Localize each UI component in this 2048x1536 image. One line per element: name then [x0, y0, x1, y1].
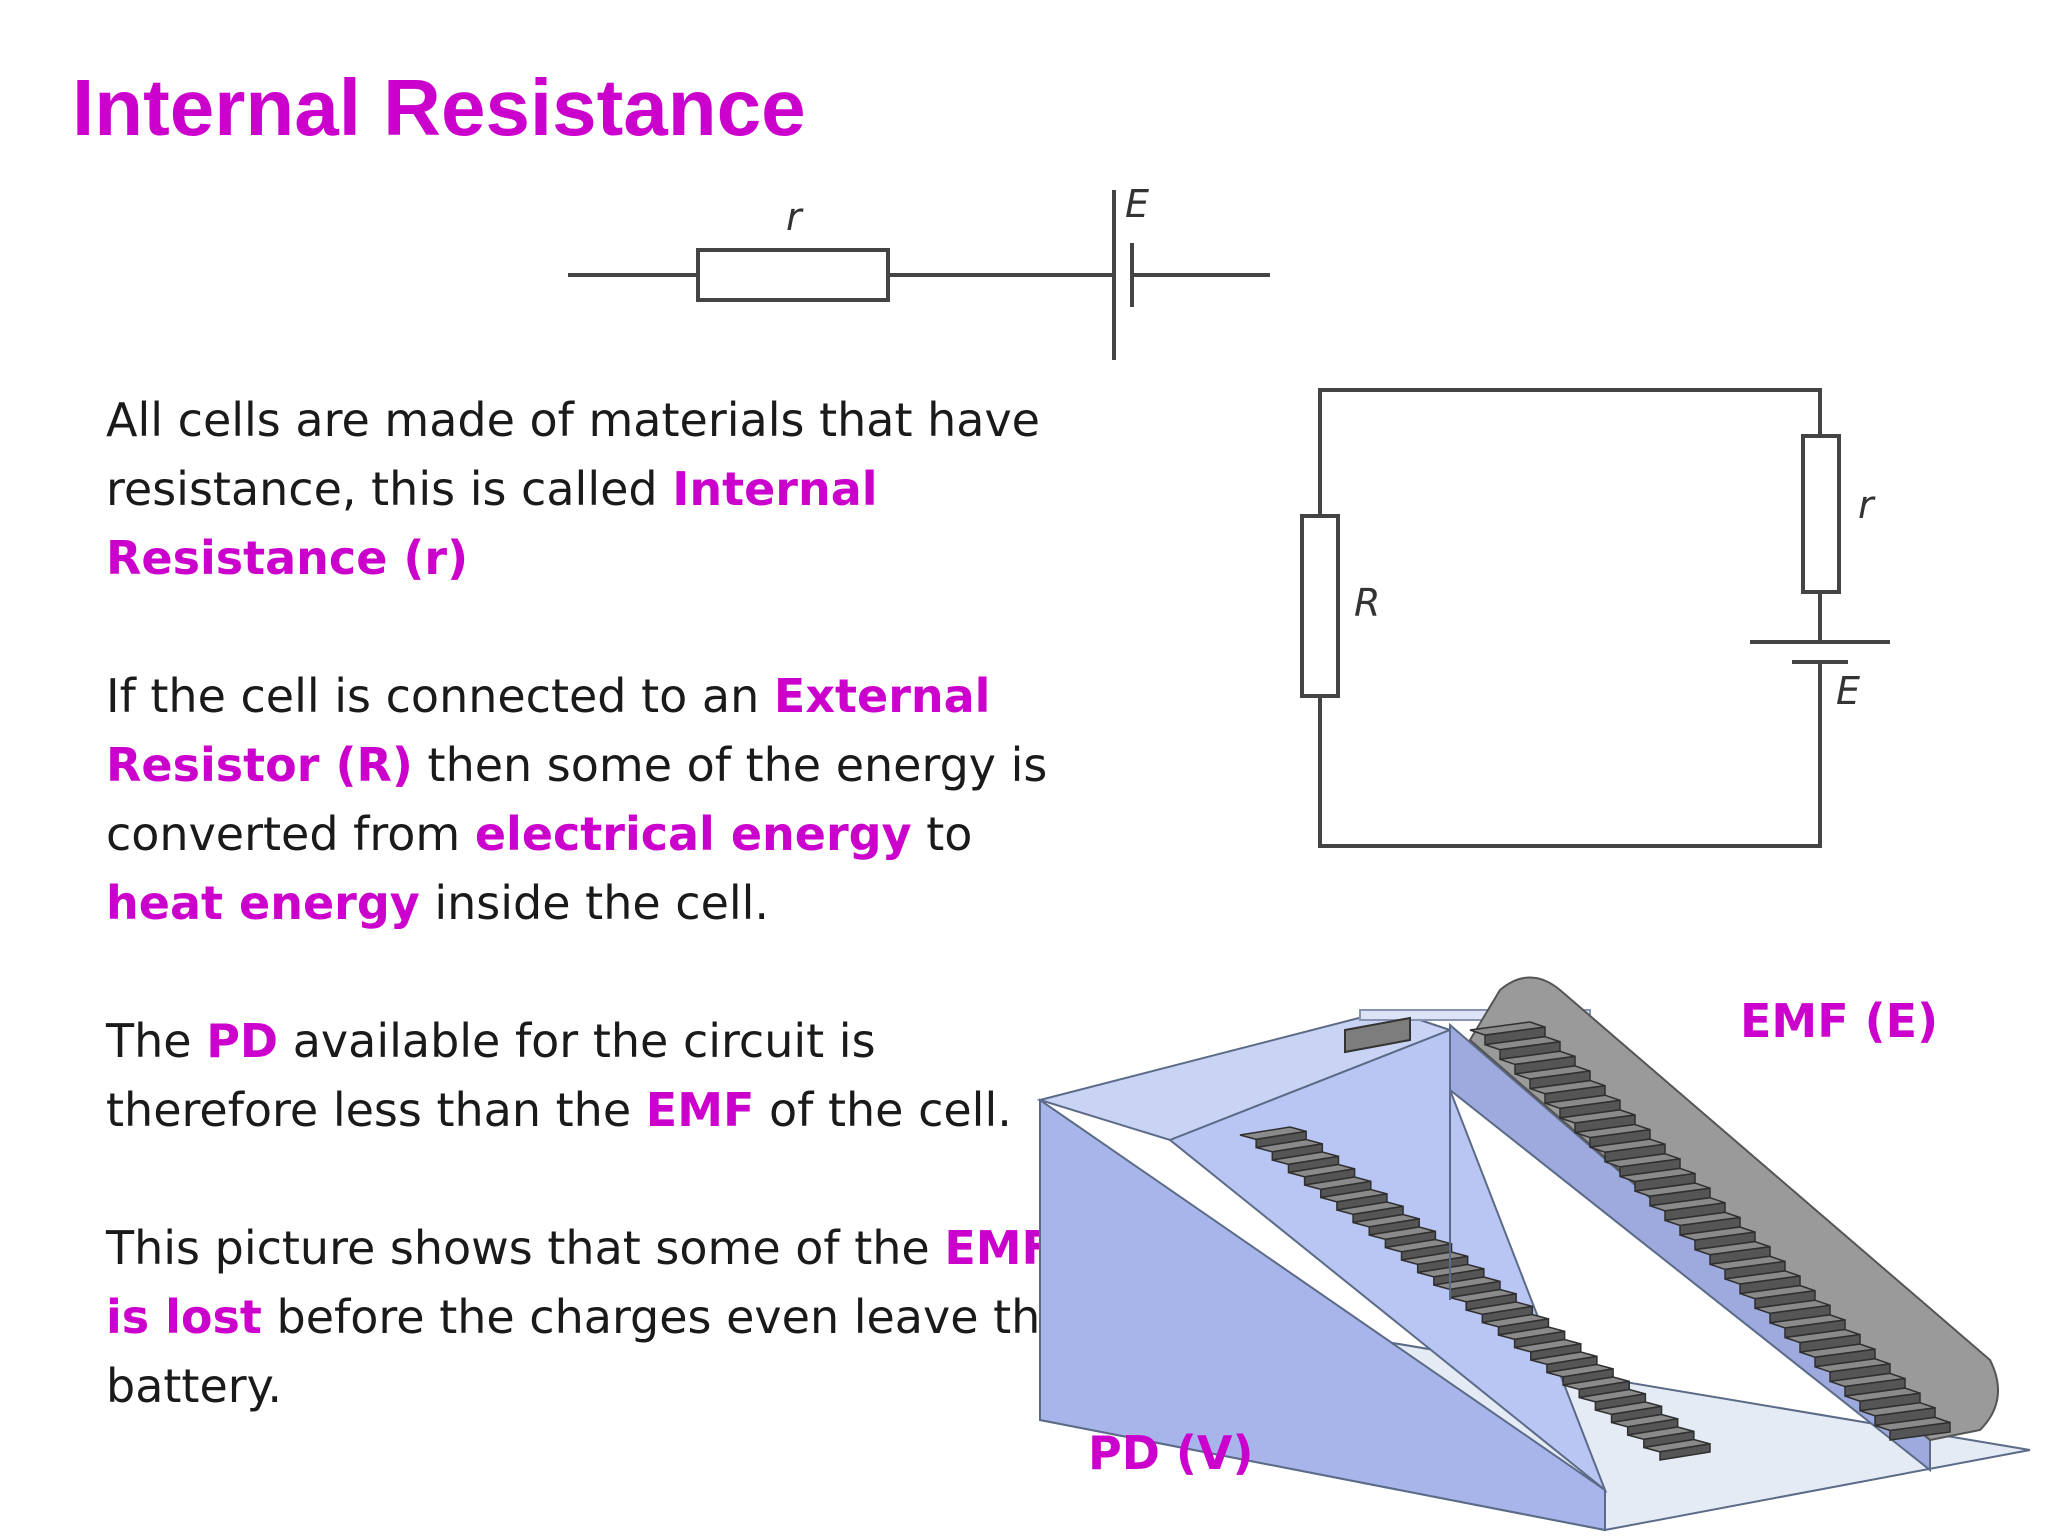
text-segment: If the cell is connected to an [106, 669, 774, 723]
pd-label: PD (V) [1088, 1426, 1254, 1480]
text-segment: of the cell. [754, 1083, 1012, 1137]
highlighted-term: EMF is lost [106, 1221, 1053, 1344]
wire-bottom [1318, 690, 1822, 848]
stair-riser [1889, 1421, 1951, 1441]
highlighted-term: EMF [645, 1083, 755, 1137]
text-segment: available for the circuit is therefore l… [106, 1014, 876, 1137]
circuit-diagram: R r E [1300, 388, 1890, 848]
paragraph-internal-resistance: All cells are made of materials that hav… [106, 386, 1076, 593]
internal-resistor-label: r [786, 195, 804, 239]
page-title: Internal Resistance [72, 63, 806, 152]
external-resistor-symbol [1300, 514, 1340, 698]
highlighted-term: heat energy [106, 876, 420, 930]
text-segment: to [911, 807, 973, 861]
emf-label: EMF (E) [1740, 994, 1939, 1048]
cell-label: E [1125, 182, 1149, 226]
highlighted-term: Internal Resistance (r) [106, 462, 878, 585]
cell-label: E [1836, 669, 1860, 713]
paragraph-emf-lost: This picture shows that some of the EMF … [106, 1214, 1076, 1421]
text-segment: The [106, 1014, 207, 1068]
paragraph-pd-less-than-emf: The PD available for the circuit is ther… [106, 1007, 1076, 1145]
highlighted-term: electrical energy [474, 807, 912, 861]
highlighted-term: PD [206, 1014, 279, 1068]
paragraph-external-resistor: If the cell is connected to an External … [106, 662, 1076, 938]
cell-internal-resistance-diagram: r E [568, 182, 1270, 360]
text-segment: inside the cell. [419, 876, 770, 930]
text-segment: before the charges even leave the batter… [106, 1290, 1069, 1413]
internal-resistor-symbol [1801, 434, 1841, 594]
text-segment: All cells are made of materials that hav… [106, 393, 1040, 516]
body-text: All cells are made of materials that hav… [106, 386, 1076, 1490]
external-resistor-label: R [1354, 581, 1380, 625]
text-segment: then some of the energy is converted fro… [106, 738, 1048, 861]
pd-staircase [1239, 1126, 1711, 1461]
block-front-face [1039, 1098, 1606, 1532]
top-step [1344, 1016, 1411, 1054]
staircase-analogy-illustration [1036, 976, 2031, 1532]
highlighted-term: External Resistor (R) [106, 669, 991, 792]
wire-top [1318, 388, 1822, 516]
emf-staircase [1469, 1021, 1951, 1441]
stair-riser [1659, 1442, 1711, 1461]
internal-resistor-label: r [1858, 483, 1876, 527]
internal-resistor-symbol [696, 248, 890, 302]
text-segment: This picture shows that some of the [106, 1221, 945, 1275]
